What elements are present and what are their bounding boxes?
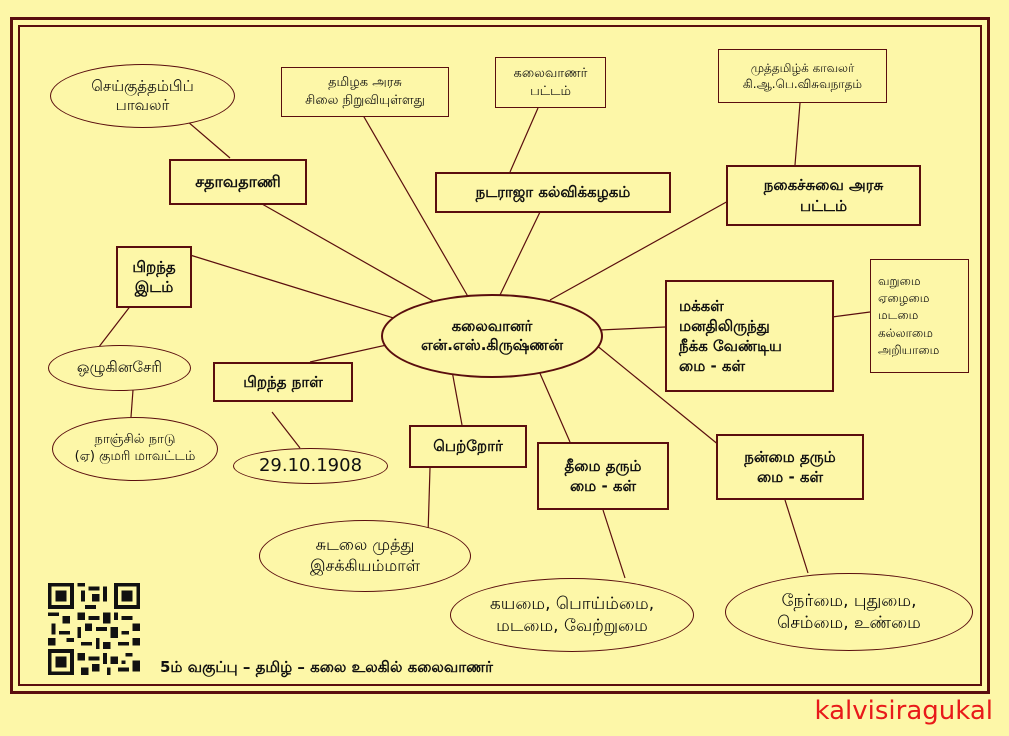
seikuthambi-oval: செய்குத்தம்பிப் பாவலர் [50, 64, 235, 128]
footer-caption: 5ம் வகுப்பு – தமிழ் – கலை உலகில் கலைவாணர… [160, 658, 493, 676]
satavadhani-box: சதாவதாணி [169, 159, 307, 205]
silai-box: தமிழக அரசு சிலை நிறுவியுள்ளது [281, 67, 449, 117]
ozhuginaseri-oval: ஒழுகினசேரி [48, 345, 191, 391]
outer-frame [10, 17, 990, 694]
line-center-pirantha-idam [189, 254, 401, 321]
line-nanmai-list [784, 499, 809, 574]
line-center-natarajaa [499, 211, 541, 296]
line-theemai-list [602, 509, 626, 579]
center-node-kalaivanar: கலைவானர் என்.எஸ்.கிருஷ்ணன் [381, 294, 603, 378]
line-center-theemai [534, 361, 571, 443]
muthamil-box: முத்தமிழ்க் காவலர் கி.ஆ.பெ.விசுவநாதம் [718, 49, 887, 103]
qr-code [48, 583, 140, 675]
line-center-makkal [599, 326, 666, 331]
makkal-box: மக்கள் மனதிலிருந்து நீக்க வேண்டிய மை - க… [665, 280, 834, 392]
line-ozhugin-nanjil [130, 389, 134, 418]
line-petror-sudalai [427, 467, 431, 536]
kalaivanar-pattam-box: கலைவாணர் பட்டம் [495, 57, 606, 108]
sudalai-oval: சுடலை முத்து இசக்கியம்மாள் [259, 520, 471, 592]
pirantha-naal-box: பிறந்த நாள் [213, 362, 353, 402]
natarajaa-box: நடராஜா கல்விக்கழகம் [435, 172, 671, 213]
line-center-nagaichuvai [549, 199, 731, 301]
birth-date-oval: 29.10.1908 [233, 448, 388, 484]
makkal-list-box: வறுமை ஏழைமை மடமை கல்லாமை அறியாமை [870, 259, 969, 373]
nanmai-box: நன்மை தரும் மை - கள் [716, 434, 864, 500]
theemai-list-oval: கயமை, பொய்ம்மை, மடமை, வேற்றுமை [450, 578, 694, 652]
line-pirantha-naal-date [271, 411, 301, 449]
brand-watermark: kalvisiragukal [814, 696, 994, 726]
petror-box: பெற்றோர் [409, 425, 527, 468]
line-pirantha-idam-ozhugin [94, 299, 136, 353]
line-center-nanmai [589, 339, 726, 451]
theemai-box: தீமை தரும் மை - கள் [537, 442, 669, 510]
nagaichuvai-box: நகைச்சுவை அரசு பட்டம் [726, 165, 921, 226]
line-center-silai [359, 109, 471, 301]
nanmai-list-oval: நேர்மை, புதுமை, செம்மை, உண்மை [725, 573, 973, 651]
line-natarajaa-kalaivanar [509, 107, 539, 173]
line-makkal-list [831, 311, 871, 318]
inner-frame [18, 25, 982, 686]
nanjil-oval: நாஞ்சில் நாடு (ஏ) குமரி மாவட்டம் [52, 417, 218, 481]
pirantha-idam-box: பிறந்த இடம் [116, 246, 192, 308]
line-nagaichuvai-muthamil [794, 102, 801, 166]
